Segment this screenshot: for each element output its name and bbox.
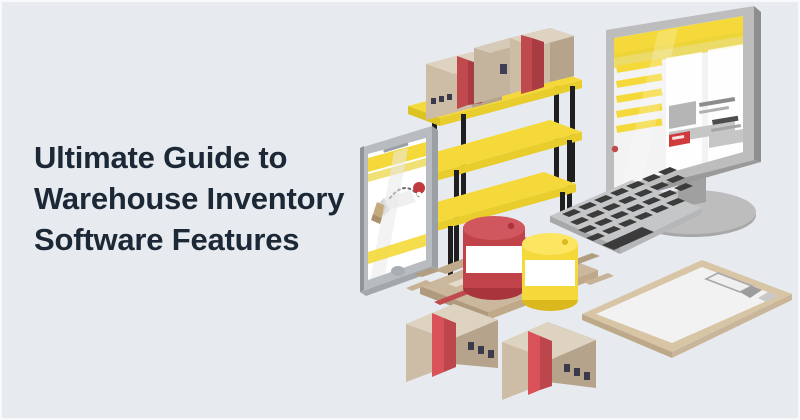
fg-box-left-barcode-3 <box>488 350 494 358</box>
screen-red-badge <box>669 131 690 147</box>
rack-shelf-bottom <box>394 172 576 226</box>
barrel-yellow-label <box>525 260 575 286</box>
screen-red-badge-text <box>672 135 685 140</box>
clipboard-paper-fold <box>758 292 778 302</box>
page-title-line-3: Software Features <box>34 221 300 257</box>
tablet-screen-content <box>368 142 426 280</box>
shelf-box-middle-barcode <box>500 64 507 74</box>
tablet-footer-bar <box>368 234 426 264</box>
page-title-line-2: Warehouse Inventory <box>34 180 345 216</box>
clipboard <box>582 260 792 358</box>
shelf-box-left-barcode-1 <box>431 98 436 104</box>
screen-menu-row-5 <box>616 118 663 133</box>
shelf-box-right-tape-side <box>532 38 544 91</box>
tablet-edge-left <box>360 146 364 292</box>
keyboard-edge-right <box>620 208 702 254</box>
screen-menu-row-1 <box>616 58 663 73</box>
barrel-yellow-cap <box>562 239 568 245</box>
barrel-red-label <box>466 246 522 273</box>
fg-box-left-barcode-2 <box>478 346 484 354</box>
rack-shelf-bottom-edge-r <box>426 184 576 234</box>
barrel-red-top <box>463 216 525 240</box>
screen-glare <box>618 28 678 188</box>
shelf-box-right-side <box>550 28 574 82</box>
shelf-box-right-tape-front <box>521 35 532 94</box>
page-title: Ultimate Guide to Warehouse Inventory So… <box>34 138 364 261</box>
rack-shelf-top-edge-r <box>440 80 582 126</box>
tablet-home-button <box>391 266 405 276</box>
fg-box-right-barcode-2 <box>574 368 580 376</box>
rack-post-low-right <box>567 140 572 210</box>
location-pin-dot <box>416 191 422 197</box>
screen-menu-row-3 <box>616 88 663 103</box>
tablet-screen-glare <box>370 148 408 280</box>
pallet-strut-left <box>406 280 432 291</box>
tablet-speaker <box>383 142 409 153</box>
shelf-box-left-barcode-3 <box>447 94 452 100</box>
tablet-device <box>360 126 438 296</box>
clipboard-board-edge-r <box>672 294 792 358</box>
barrel-red-cap <box>507 222 515 230</box>
shelf-box-right <box>510 28 574 94</box>
shelf-box-left-barcode-2 <box>439 96 444 102</box>
page-title-line-1: Ultimate Guide to <box>34 140 288 175</box>
barrel-red <box>463 216 525 300</box>
screen-top-bar-shadow <box>614 32 743 68</box>
screen-image-block <box>669 101 696 129</box>
screen-panel-2 <box>708 44 743 186</box>
barrel-yellow <box>522 233 578 311</box>
keyboard-keys <box>562 167 693 250</box>
screen-block-right <box>709 129 743 148</box>
keyboard <box>550 167 702 254</box>
monitor-bezel-side <box>754 6 761 162</box>
screen-text-line-2 <box>699 106 730 114</box>
screen-menu-row-4 <box>616 103 663 118</box>
rack-shelf-top-edge-l <box>408 106 440 126</box>
scanner-gun-handle-base <box>371 214 382 224</box>
barrel-yellow-top <box>522 233 578 255</box>
screen-menu-row-2 <box>616 73 663 88</box>
fg-box-left-tape-side <box>444 318 456 372</box>
fg-box-right-tape-side <box>540 336 552 390</box>
monitor-power-indicator <box>611 145 619 153</box>
clipboard-clip-shadow <box>740 286 762 298</box>
keyboard-edge-left <box>550 216 620 254</box>
fg-box-right-tape-front <box>528 331 540 395</box>
rack-shelf-middle <box>400 120 582 174</box>
shelf-box-left-tape-front <box>457 56 468 109</box>
fg-box-left-tape-front <box>432 313 444 377</box>
monitor-screen-content <box>614 16 743 188</box>
fg-box-left-barcode-1 <box>468 342 474 350</box>
rack-leg-right <box>560 192 565 216</box>
clipboard-board-edge-l <box>582 314 672 358</box>
pallet-foot-left <box>414 268 440 277</box>
screen-heading-right <box>712 115 739 125</box>
pallet-strut-right <box>584 273 614 285</box>
shelf-box-middle-front <box>474 38 510 104</box>
desktop-monitor <box>606 6 761 237</box>
screen-top-bar <box>614 16 743 58</box>
tablet-edge-right <box>432 126 438 270</box>
foreground-box-right <box>502 322 596 400</box>
fg-box-right-barcode-1 <box>564 364 570 372</box>
fg-box-right-barcode-3 <box>584 372 590 380</box>
stacked-boxes-top <box>426 28 574 120</box>
foreground-box-left <box>406 304 498 382</box>
rack-shelf-middle-edge-r <box>432 132 582 182</box>
rack-post-back-right <box>554 58 559 178</box>
screen-subtext-right <box>711 124 742 132</box>
screen-text-line-1 <box>699 97 736 107</box>
